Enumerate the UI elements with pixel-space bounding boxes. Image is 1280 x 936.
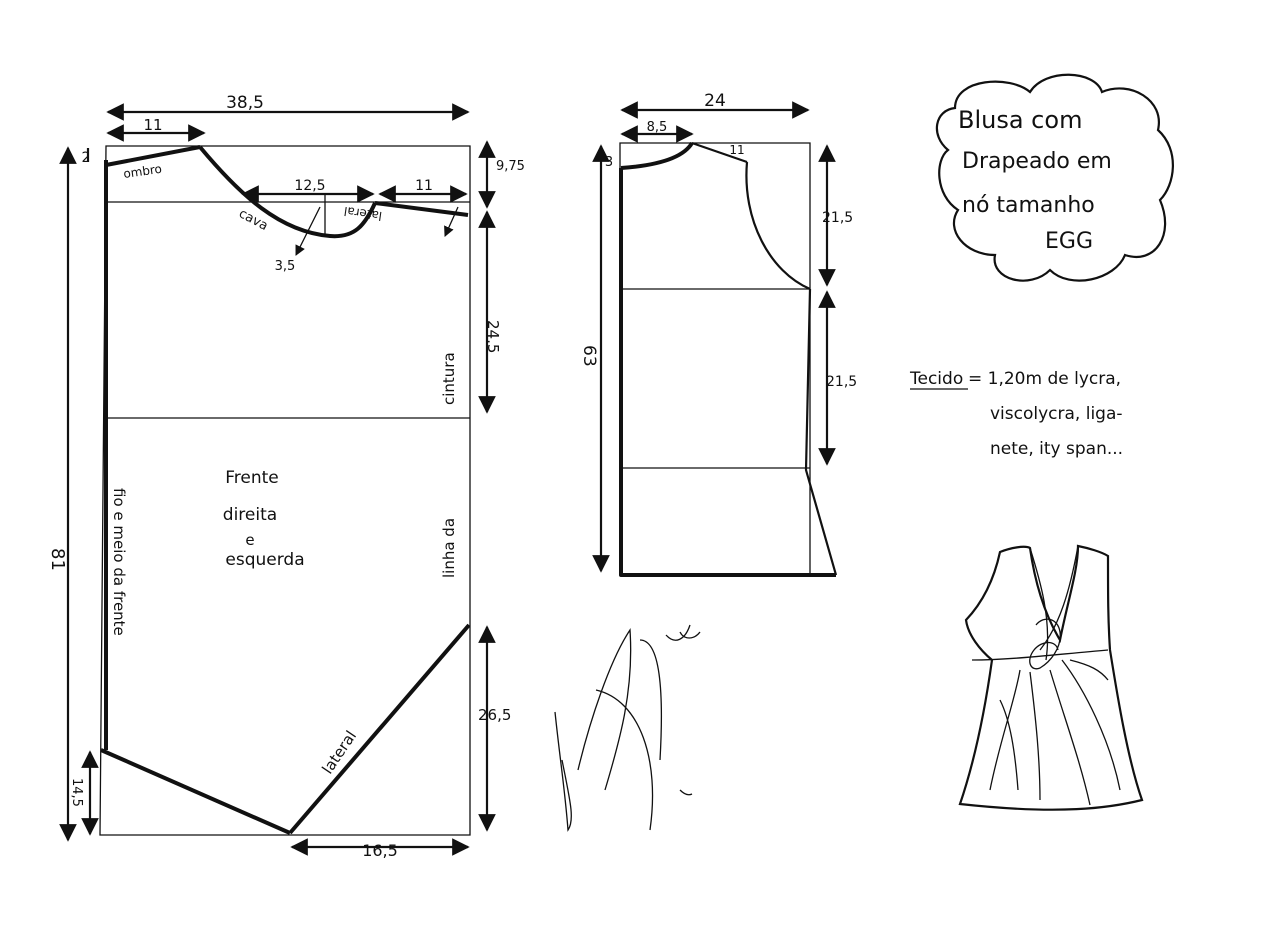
front-cava-depth-label: 3,5 [275,259,296,274]
front-side-top-line [374,201,469,217]
ombro-label: ombro [122,162,162,181]
front-title-line1: Frente [225,468,279,488]
back-neck-drop-label: 3 [605,155,613,170]
back-lower-label: 21,5 [826,374,857,390]
front-length-label: 81 [47,548,68,571]
back-shoulder-label: 11 [729,143,744,157]
title-line2: Drapeado em [962,149,1112,174]
linha-da-label: linha da [440,518,458,578]
back-armhole [745,161,811,291]
front-width-label: 38,5 [226,93,264,113]
fabric-line1: = 1,20m de lycra, [968,369,1121,389]
front-shoulder-line [105,145,201,167]
fabric-line3: nete, ity span... [990,439,1123,459]
title-cloud: Blusa com Drapeado em nó tamanho EGG [935,73,1174,282]
cloud-outline [935,73,1174,282]
front-armhole-depth-label: 9,75 [496,159,525,174]
fabric-line2: viscolycra, liga- [990,404,1123,424]
front-hem-left [100,748,291,835]
front-hem-right [288,623,471,835]
title-line1: Blusa com [958,106,1082,134]
fio-meio-label: fio e meio da frente [110,488,128,636]
blouse-knot [1029,618,1061,670]
signature-scribble [554,624,701,832]
front-shoulder-label: 11 [143,116,162,134]
front-top-label: 2 [82,150,91,166]
back-pattern-piece: 24 8,5 11 3 21,5 21,5 63 [579,91,857,577]
front-title-line2: direita [223,505,277,525]
back-outline-rectangle [619,142,811,576]
front-waist-label: 24,5 [484,320,502,353]
blouse-drape-folds [989,659,1121,806]
fabric-note: Tecido = 1,20m de lycra, viscolycra, lig… [909,369,1123,459]
front-bottom-label: 16,5 [362,841,398,860]
back-neckline [620,141,694,170]
front-outline-rectangle [99,145,471,836]
front-title-line4: esquerda [225,550,304,570]
front-side-top-label: 11 [415,178,433,194]
lateral-top-label: lateral [343,204,383,223]
lateral-label: lateral [318,727,360,777]
front-side-lower-label: 26,5 [478,706,511,724]
back-shoulder [691,141,748,164]
front-bottom-left-label: 14,5 [69,778,84,807]
back-side-seam [804,288,838,576]
front-pattern-piece: 38,5 11 2 9,75 12,5 11 3,5 24,5 81 26,5 … [47,93,525,860]
fabric-label: Tecido [909,369,963,389]
title-line4: EGG [1045,229,1093,254]
back-center-hem [619,168,836,577]
cintura-label: cintura [440,352,458,405]
back-neck-label: 8,5 [647,120,668,135]
front-title-line3: e [245,531,254,549]
blouse-neckline [1029,545,1079,661]
front-cava-width-label: 12,5 [294,178,325,194]
blouse-sketch [958,544,1144,811]
back-upper-label: 21,5 [822,210,853,226]
front-armhole-curve [198,145,377,239]
title-line3: nó tamanho [962,193,1095,218]
front-cava-depth-arrow [295,206,321,256]
back-width-label: 24 [704,91,726,111]
blouse-empire-seam [971,649,1109,661]
back-length-label: 63 [579,345,599,367]
front-side-arrow [444,206,459,237]
